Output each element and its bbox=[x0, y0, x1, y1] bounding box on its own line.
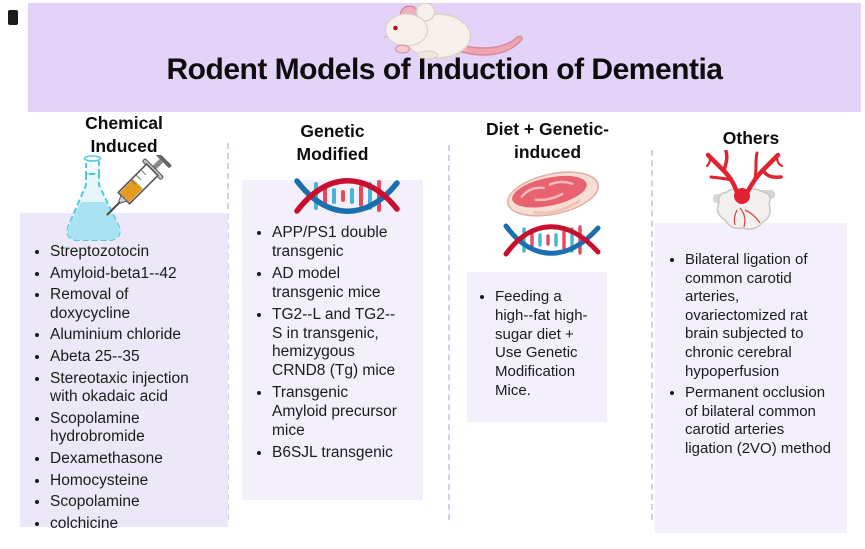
column-divider bbox=[448, 145, 450, 520]
dna-icon bbox=[294, 178, 400, 214]
list-item: APP/PS1 double transgenic bbox=[272, 224, 399, 262]
list-item: Stereotaxic injection with okadaic acid bbox=[50, 370, 210, 407]
column-divider bbox=[651, 150, 653, 520]
list-item: TG2--L and TG2--S in transgenic, hemizyg… bbox=[272, 306, 399, 382]
list-item: Feeding a high--fat high-sugar diet + Us… bbox=[495, 288, 595, 401]
column-title: Diet + Genetic-induced bbox=[485, 119, 610, 162]
list-item: Removal of doxycycline bbox=[50, 286, 210, 323]
others-list: Bilateral ligation of common carotid art… bbox=[655, 223, 847, 459]
list-item: Transgenic Amyloid precursor mice bbox=[272, 384, 399, 441]
chemical-induced-panel: StreptozotocinAmyloid-beta1--42Removal o… bbox=[20, 213, 228, 532]
column-others: Others bbox=[655, 127, 847, 150]
column-title: Chemical Induced bbox=[85, 113, 163, 156]
page-title: Rodent Models of Induction of Dementia bbox=[166, 53, 723, 86]
column-chemical-induced: Chemical Induced bbox=[20, 112, 228, 158]
column-divider bbox=[227, 143, 229, 520]
meat-dna-icon bbox=[503, 171, 601, 257]
list-item: colchicine bbox=[50, 515, 210, 534]
flask-syringe-icon bbox=[66, 155, 172, 241]
list-item: AD model transgenic mice bbox=[272, 265, 399, 303]
list-item: Aluminium chloride bbox=[50, 326, 210, 345]
others-panel: Bilateral ligation of common carotid art… bbox=[655, 223, 847, 533]
list-item: Scopolamine hydrobromide bbox=[50, 410, 210, 447]
column-genetic-modified: Genetic Modified bbox=[242, 120, 423, 166]
diet-genetic-list: Feeding a high--fat high-sugar diet + Us… bbox=[467, 272, 607, 401]
column-title: Genetic Modified bbox=[296, 121, 369, 164]
genetic-modified-panel: APP/PS1 double transgenicAD model transg… bbox=[242, 180, 423, 500]
list-item: Dexamethasone bbox=[50, 450, 210, 469]
corner-mark bbox=[8, 10, 18, 25]
column-title: Others bbox=[722, 128, 780, 148]
list-item: Scopolamine bbox=[50, 493, 210, 512]
list-item: Amyloid-beta1--42 bbox=[50, 265, 210, 284]
list-item: Bilateral ligation of common carotid art… bbox=[685, 251, 835, 381]
genetic-modified-list: APP/PS1 double transgenicAD model transg… bbox=[242, 180, 423, 463]
mouse-illustration bbox=[382, 3, 523, 60]
heart-arteries-icon bbox=[705, 150, 784, 230]
list-item: B6SJL transgenic bbox=[272, 444, 399, 463]
list-item: Abeta 25--35 bbox=[50, 348, 210, 367]
diet-genetic-panel: Feeding a high--fat high-sugar diet + Us… bbox=[467, 272, 607, 422]
list-item: Homocysteine bbox=[50, 472, 210, 491]
column-diet-genetic-induced: Diet + Genetic-induced bbox=[455, 118, 640, 164]
chemical-induced-list: StreptozotocinAmyloid-beta1--42Removal o… bbox=[20, 213, 228, 533]
header-band: Rodent Models of Induction of Dementia bbox=[28, 3, 861, 112]
list-item: Streptozotocin bbox=[50, 243, 210, 262]
list-item: Permanent occlusion of bilateral common … bbox=[685, 384, 835, 458]
